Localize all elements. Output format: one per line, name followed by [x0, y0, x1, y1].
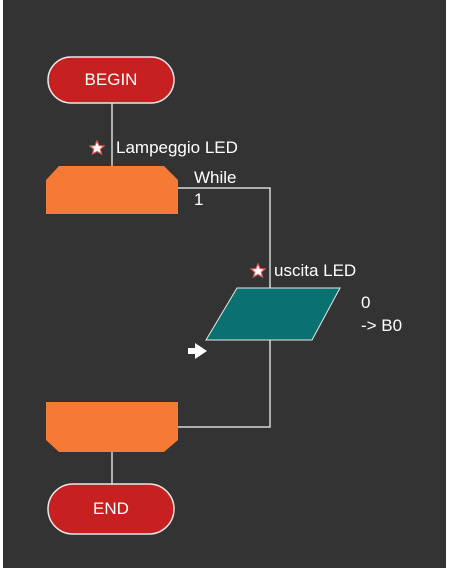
output-block[interactable]: [205, 287, 341, 341]
output-comment: uscita LED: [274, 261, 357, 280]
begin-terminal[interactable]: [47, 56, 175, 104]
loop-type-label: While: [194, 168, 237, 187]
connector-loop-to-output: [176, 187, 271, 288]
begin-label: BEGIN: [84, 70, 138, 89]
loop-comment: Lampeggio LED: [116, 138, 238, 157]
output-target: -> B0: [361, 316, 403, 335]
while-loop-start-block[interactable]: [46, 166, 178, 214]
end-label: END: [93, 499, 129, 518]
loop-condition: 1: [194, 190, 204, 209]
star-icon: [88, 139, 106, 156]
star-icon: [249, 262, 267, 279]
end-terminal[interactable]: [47, 483, 175, 535]
arrow-right-icon: [188, 343, 207, 359]
connector-output-to-loopend: [178, 340, 271, 428]
output-value: 0: [361, 293, 371, 312]
while-loop-end-block[interactable]: [46, 402, 178, 452]
